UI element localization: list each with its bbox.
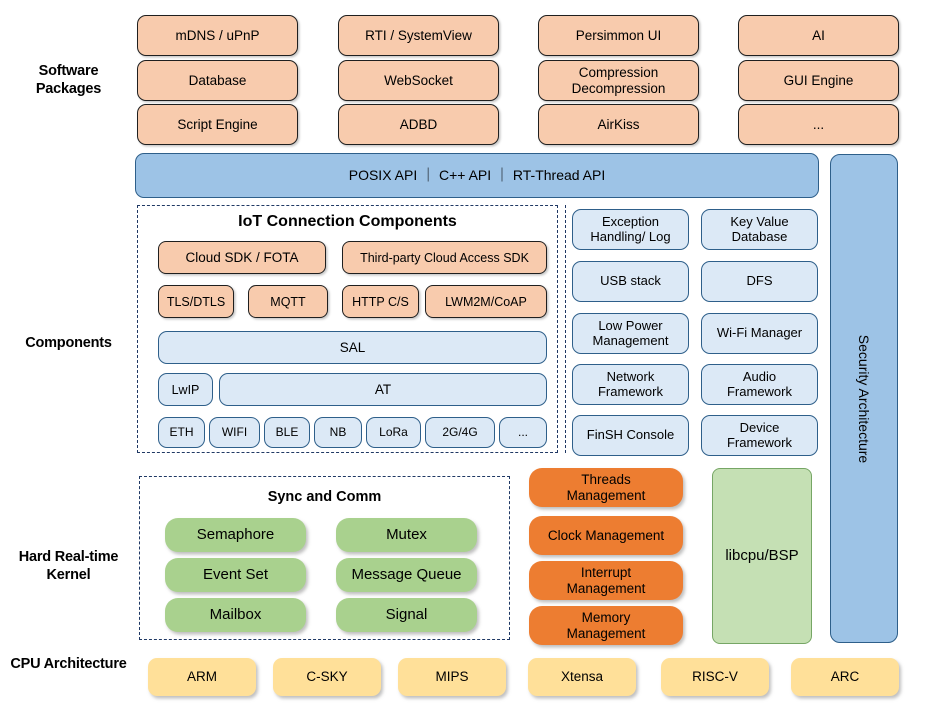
package-compression-decompression[interactable]: Compression Decompression xyxy=(538,60,699,101)
package-more[interactable]: ... xyxy=(738,104,899,145)
row-label-cpu-architecture: CPU Architecture xyxy=(10,656,127,672)
iot-link-nb[interactable]: NB xyxy=(314,417,362,448)
iot-at[interactable]: AT xyxy=(219,373,547,406)
cpu-arm[interactable]: ARM xyxy=(148,658,256,696)
sync-and-comm-group xyxy=(139,476,510,640)
component-device-framework[interactable]: Device Framework xyxy=(701,415,818,456)
row-label-software-packages: Software Packages xyxy=(35,63,102,98)
iot-third-party-cloud-access-sdk[interactable]: Third-party Cloud Access SDK xyxy=(342,241,547,274)
iot-lwm2m-coap[interactable]: LWM2M/CoAP xyxy=(425,285,547,318)
cpu-risc-v[interactable]: RISC-V xyxy=(661,658,769,696)
component-usb-stack[interactable]: USB stack xyxy=(572,261,689,302)
component-audio-framework[interactable]: Audio Framework xyxy=(701,364,818,405)
package-rti-systemview[interactable]: RTI / SystemView xyxy=(338,15,499,56)
cpu-mips[interactable]: MIPS xyxy=(398,658,506,696)
iot-link-wifi[interactable]: WIFI xyxy=(209,417,260,448)
kernel-clock-management[interactable]: Clock Management xyxy=(529,516,683,555)
iot-link-eth[interactable]: ETH xyxy=(158,417,205,448)
iot-cloud-sdk-fota[interactable]: Cloud SDK / FOTA xyxy=(158,241,326,274)
kernel-interrupt-management[interactable]: Interrupt Management xyxy=(529,561,683,600)
package-script-engine[interactable]: Script Engine xyxy=(137,104,298,145)
package-adbd[interactable]: ADBD xyxy=(338,104,499,145)
component-exception-handling-log[interactable]: Exception Handling/ Log xyxy=(572,209,689,250)
security-architecture-bar: Security Architecture xyxy=(830,154,898,643)
component-key-value-database[interactable]: Key Value Database xyxy=(701,209,818,250)
kernel-memory-management[interactable]: Memory Management xyxy=(529,606,683,645)
cpu-arc[interactable]: ARC xyxy=(791,658,899,696)
kernel-event-set[interactable]: Event Set xyxy=(165,558,306,592)
component-network-framework[interactable]: Network Framework xyxy=(572,364,689,405)
package-persimmon-ui[interactable]: Persimmon UI xyxy=(538,15,699,56)
component-low-power-management[interactable]: Low Power Management xyxy=(572,313,689,354)
iot-link-ble[interactable]: BLE xyxy=(264,417,310,448)
package-gui-engine[interactable]: GUI Engine xyxy=(738,60,899,101)
security-architecture-label: Security Architecture xyxy=(856,334,873,463)
package-ai[interactable]: AI xyxy=(738,15,899,56)
api-bar: POSIX API ｜ C++ API ｜ RT-Thread API xyxy=(135,153,819,198)
iot-mqtt[interactable]: MQTT xyxy=(248,285,328,318)
kernel-mutex[interactable]: Mutex xyxy=(336,518,477,552)
iot-connection-components-group xyxy=(137,205,558,453)
package-airkiss[interactable]: AirKiss xyxy=(538,104,699,145)
iot-link-2g4g[interactable]: 2G/4G xyxy=(425,417,495,448)
cpu-c-sky[interactable]: C-SKY xyxy=(273,658,381,696)
cpu-xtensa[interactable]: Xtensa xyxy=(528,658,636,696)
components-right-group xyxy=(565,205,822,453)
iot-connection-components-title: IoT Connection Components xyxy=(238,213,457,230)
iot-link-lora[interactable]: LoRa xyxy=(366,417,421,448)
kernel-signal[interactable]: Signal xyxy=(336,598,477,632)
package-websocket[interactable]: WebSocket xyxy=(338,60,499,101)
iot-tls-dtls[interactable]: TLS/DTLS xyxy=(158,285,234,318)
kernel-semaphore[interactable]: Semaphore xyxy=(165,518,306,552)
iot-lwip[interactable]: LwIP xyxy=(158,373,213,406)
component-finsh-console[interactable]: FinSH Console xyxy=(572,415,689,456)
libcpu-bsp[interactable]: libcpu/BSP xyxy=(712,468,812,644)
kernel-mailbox[interactable]: Mailbox xyxy=(165,598,306,632)
row-label-kernel: Hard Real-time Kernel xyxy=(18,549,119,584)
kernel-message-queue[interactable]: Message Queue xyxy=(336,558,477,592)
package-mdns-upnp[interactable]: mDNS / uPnP xyxy=(137,15,298,56)
sync-and-comm-title: Sync and Comm xyxy=(267,489,382,505)
iot-link-more[interactable]: ... xyxy=(499,417,547,448)
kernel-threads-management[interactable]: Threads Management xyxy=(529,468,683,507)
component-dfs[interactable]: DFS xyxy=(701,261,818,302)
component-wifi-manager[interactable]: Wi-Fi Manager xyxy=(701,313,818,354)
row-label-components: Components xyxy=(25,335,112,351)
iot-http-cs[interactable]: HTTP C/S xyxy=(342,285,419,318)
package-database[interactable]: Database xyxy=(137,60,298,101)
iot-sal[interactable]: SAL xyxy=(158,331,547,364)
